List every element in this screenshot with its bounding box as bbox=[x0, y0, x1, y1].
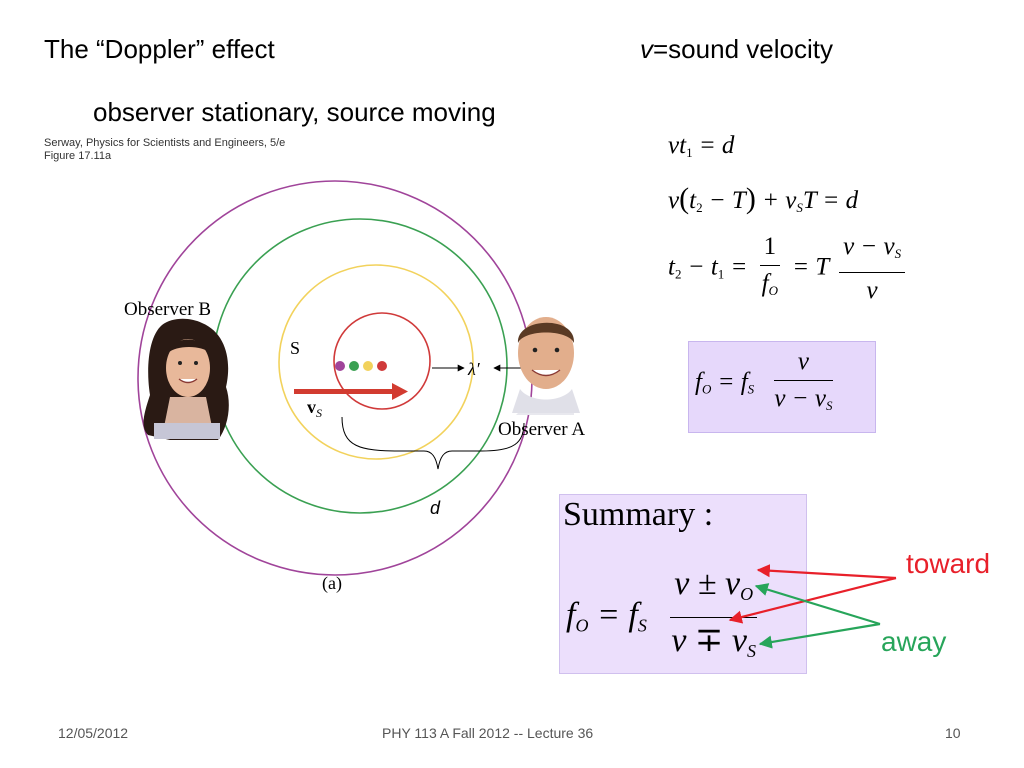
footer-page-number: 10 bbox=[945, 725, 961, 741]
wavefront-inner bbox=[333, 312, 431, 410]
equation-1: vt1 = d bbox=[668, 132, 735, 160]
distance-label: d bbox=[430, 498, 441, 518]
away-label: away bbox=[881, 626, 947, 657]
slide-subtitle: observer stationary, source moving bbox=[93, 97, 496, 127]
source-dot-2 bbox=[349, 361, 359, 371]
away-arrow-bottom bbox=[758, 622, 881, 649]
doppler-figure: S vS λ′ Observer B Observer A (a) bbox=[124, 180, 585, 594]
citation-line-1: Serway, Physics for Scientists and Engin… bbox=[44, 137, 286, 149]
away-arrow-top bbox=[754, 583, 881, 626]
velocity-symbol: v bbox=[640, 34, 653, 64]
footer-course: PHY 113 A Fall 2012 -- Lecture 36 bbox=[382, 725, 594, 741]
observer-b-label: Observer B bbox=[124, 299, 211, 320]
observer-b-portrait-icon bbox=[143, 318, 229, 440]
panel-label: (a) bbox=[322, 573, 342, 594]
observer-a-label: Observer A bbox=[498, 419, 585, 440]
velocity-arrow bbox=[294, 383, 408, 400]
citation-line-2: Figure 17.11a bbox=[44, 150, 112, 162]
summary-title: Summary : bbox=[563, 496, 714, 533]
slide-title: The “Doppler” effect bbox=[44, 34, 275, 64]
source-label: S bbox=[290, 338, 300, 358]
equation-2: v(t2 − T) + vST = d bbox=[668, 182, 859, 215]
velocity-definition: v=sound velocity bbox=[640, 34, 833, 65]
wavefront-second bbox=[212, 218, 508, 514]
wavelength-label: λ′ bbox=[467, 359, 481, 379]
wavefront-third bbox=[278, 264, 474, 460]
figure-citation: Serway, Physics for Scientists and Engin… bbox=[44, 137, 285, 163]
highlight-equation-box bbox=[688, 341, 876, 433]
distance-brace bbox=[341, 416, 525, 470]
toward-label: toward bbox=[906, 548, 991, 579]
source-dot-3 bbox=[363, 361, 373, 371]
velocity-vector-label: vS bbox=[307, 397, 322, 420]
toward-arrow-bottom bbox=[728, 576, 897, 624]
annotation-arrows bbox=[728, 564, 897, 649]
source-dot-4 bbox=[377, 361, 387, 371]
velocity-text: =sound velocity bbox=[653, 34, 833, 64]
footer-date: 12/05/2012 bbox=[58, 725, 129, 741]
observer-a-portrait-icon bbox=[512, 317, 580, 415]
source-dot-1 bbox=[335, 361, 345, 371]
toward-arrow-top bbox=[756, 564, 897, 580]
